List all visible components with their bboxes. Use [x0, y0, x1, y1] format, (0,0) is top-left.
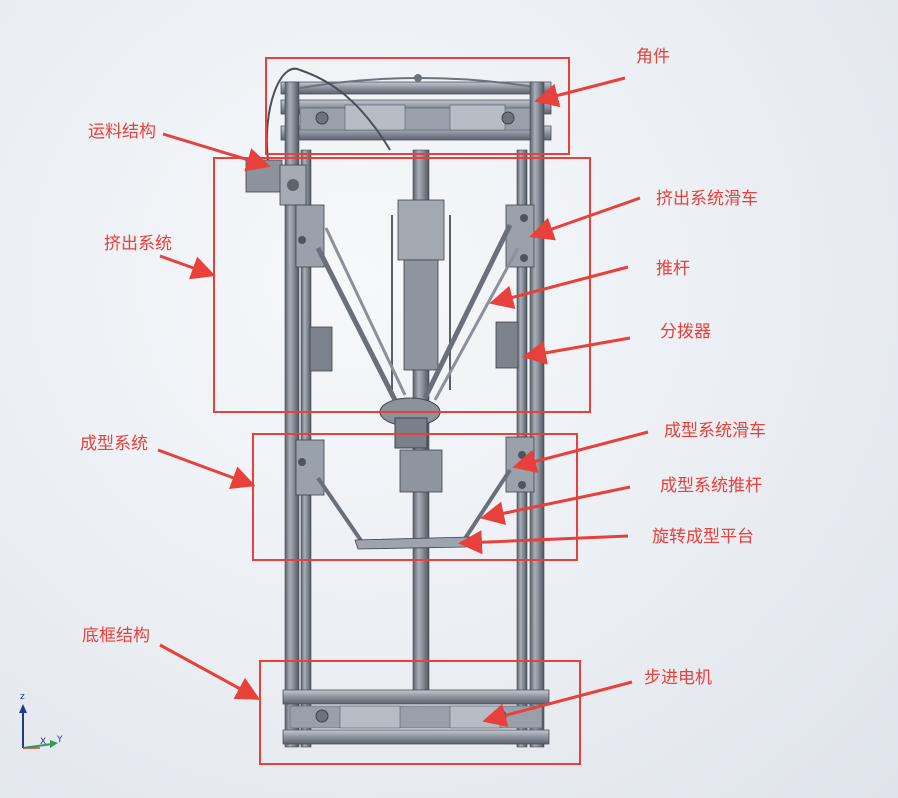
arrow-forming-system	[157, 448, 256, 490]
label-splitter: 分拨器	[660, 322, 711, 342]
label-rotating-platform: 旋转成型平台	[652, 527, 754, 547]
arrow-extrusion-system	[159, 254, 216, 280]
axis-label-x: X	[40, 737, 47, 747]
arrow-feed	[162, 132, 271, 172]
extrusion-push-rods	[315, 223, 520, 402]
axis-triad	[19, 704, 58, 749]
arrow-forming-push-rod	[480, 485, 631, 526]
extruder-column	[379, 199, 451, 449]
label-stepper-motor: 步进电机	[644, 668, 712, 688]
label-extrusion-system: 挤出系统	[104, 234, 172, 254]
label-forming-carriage: 成型系统滑车	[664, 421, 766, 441]
annotation-arrows	[157, 76, 649, 728]
arrow-forming-carriage	[512, 430, 649, 474]
arrow-base-frame	[159, 643, 261, 700]
arrow-corner	[534, 76, 626, 108]
forming-carriages	[295, 436, 535, 496]
label-feed: 运料结构	[88, 122, 156, 142]
splitters	[309, 321, 519, 372]
printer-frame	[245, 67, 552, 748]
label-forming-system: 成型系统	[80, 434, 148, 454]
label-corner: 角件	[636, 47, 670, 67]
base-frame	[282, 689, 550, 745]
arrow-rotating-platform	[458, 530, 629, 555]
arrow-push-rod	[489, 265, 629, 310]
extrusion-carriages	[295, 204, 535, 268]
box-base-frame	[259, 660, 581, 765]
rotating-platform-shape	[354, 536, 471, 550]
axis-label-z: z	[20, 692, 25, 702]
label-extrude-carriage: 挤出系统滑车	[656, 189, 758, 209]
label-forming-push-rod: 成型系统推杆	[660, 476, 762, 496]
box-extrusion-system	[213, 157, 591, 413]
arrow-extrude-carriage	[529, 196, 641, 241]
arrow-splitter	[522, 336, 631, 365]
label-base-frame: 底框结构	[82, 626, 150, 646]
top-frame	[280, 74, 552, 141]
label-push-rod: 推杆	[656, 259, 690, 279]
axis-label-y: Y	[57, 735, 63, 745]
box-corner	[265, 57, 570, 155]
arrow-stepper-motor	[482, 680, 633, 728]
